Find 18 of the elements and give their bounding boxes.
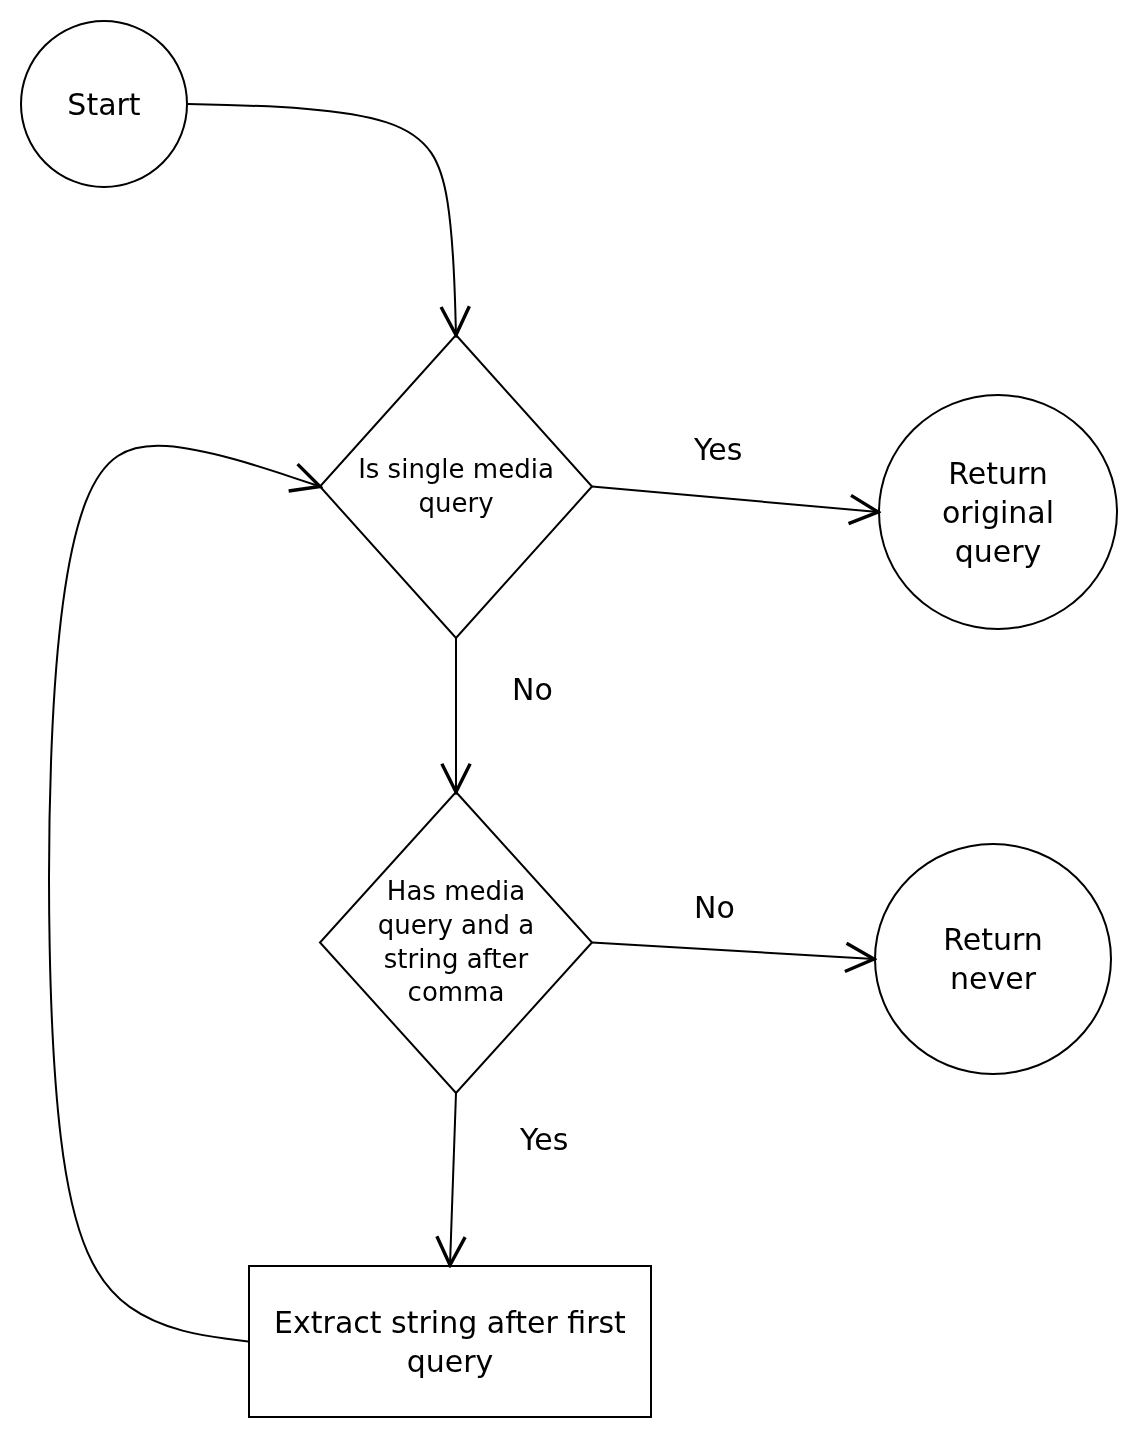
node-label: Return never (942, 921, 1044, 998)
arrow (591, 941, 876, 974)
arrow (187, 103, 472, 337)
process-box (248, 1265, 652, 1418)
terminal-circle (874, 843, 1112, 1075)
node-label: Has media query and a string after comma (376, 874, 536, 1010)
decision-diamond (320, 792, 592, 1093)
node-label: Is single media query (357, 452, 555, 520)
node-label: Return original query (940, 454, 1056, 571)
arrow (440, 637, 472, 794)
terminal-circle (20, 20, 188, 188)
node-label: Extract string after first query (273, 1303, 627, 1381)
node-label: Start (67, 85, 141, 124)
arrow (591, 485, 880, 526)
arrow (48, 444, 322, 1343)
decision-diamond (320, 335, 592, 638)
terminal-circle (878, 394, 1118, 630)
arrow (435, 1092, 467, 1267)
